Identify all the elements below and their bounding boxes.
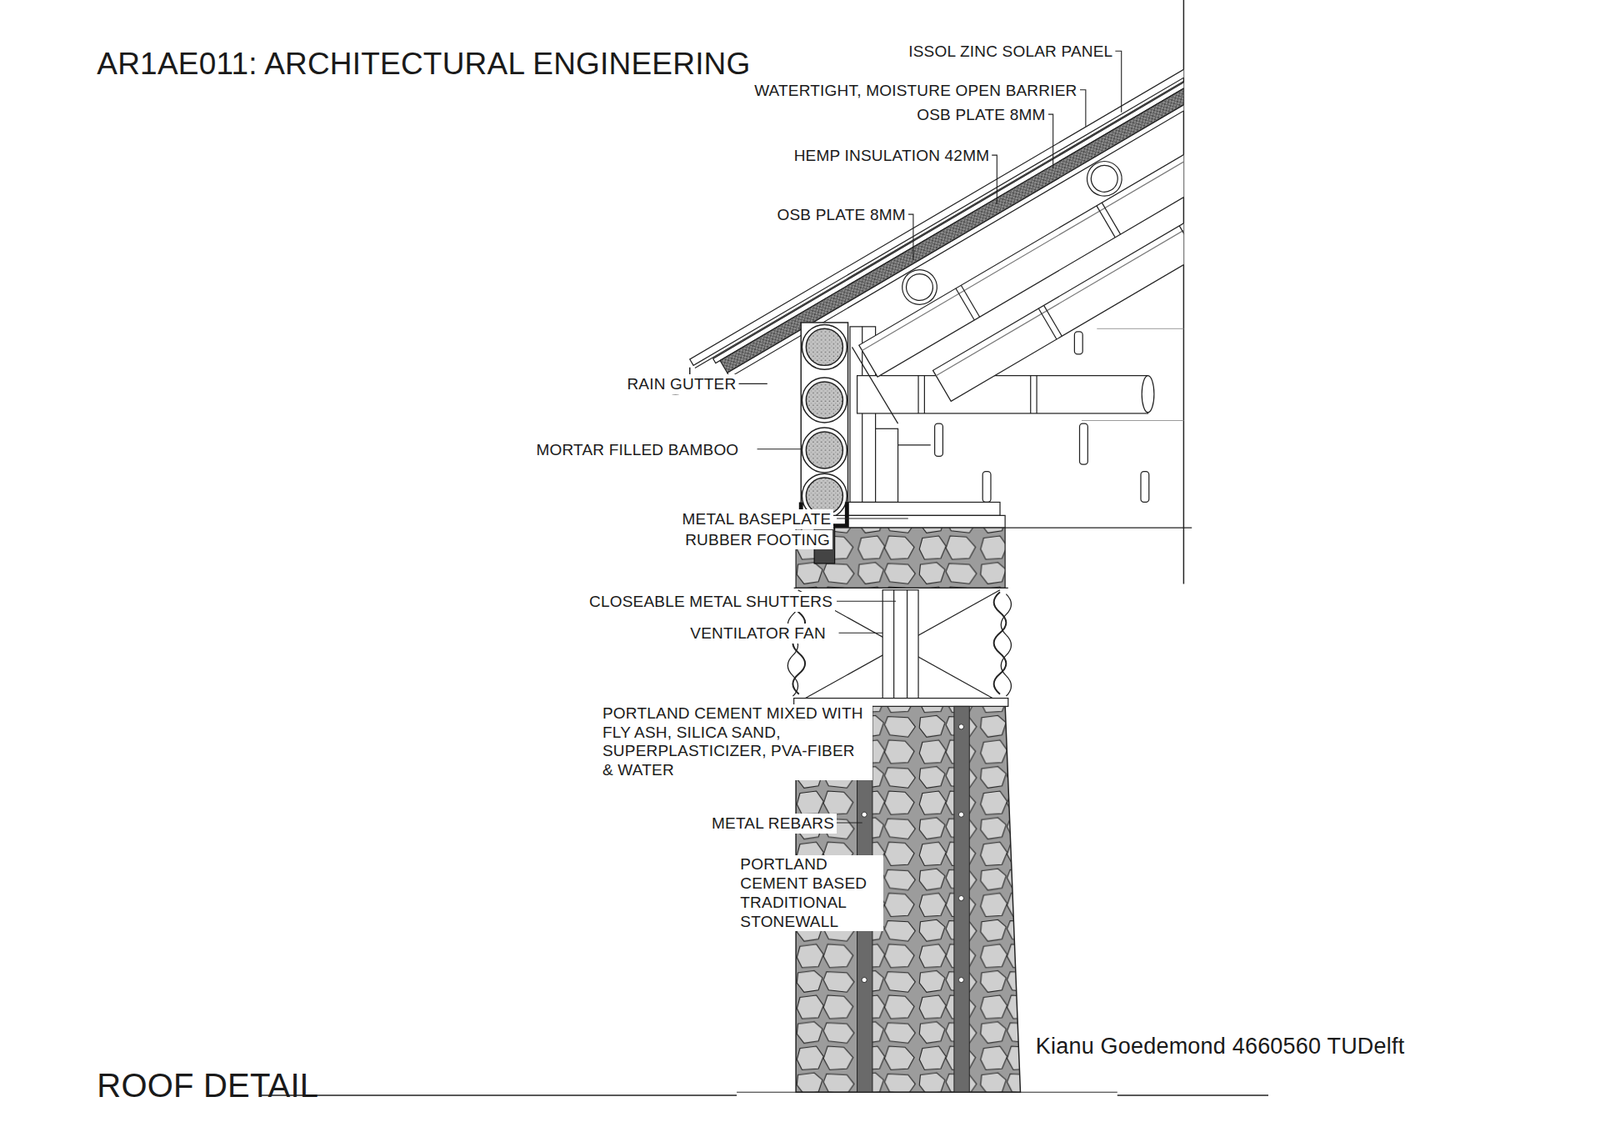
callout-label: RAIN GUTTER: [624, 374, 739, 395]
drawing-caption: ROOF DETAIL: [96, 1064, 319, 1106]
drawing-title: AR1AE011: ARCHITECTURAL ENGINEERING: [96, 45, 750, 84]
callout-label: RUBBER FOOTING: [682, 530, 833, 550]
callout-label: PORTLAND CEMENT BASED TRADITIONAL STONEW…: [737, 855, 884, 931]
callout-label: HEMP INSULATION 42MM: [791, 145, 993, 166]
callout-label: CLOSEABLE METAL SHUTTERS: [586, 591, 835, 612]
callout-label: METAL BASEPLATE: [680, 509, 835, 530]
callout-label: VENTILATOR FAN: [687, 623, 829, 644]
callout-label: WATERTIGHT, MOISTURE OPEN BARRIER: [751, 80, 1080, 101]
callout-label: METAL REBARS: [709, 813, 837, 834]
callout-label: OSB PLATE 8MM: [914, 105, 1048, 125]
callout-label: PORTLAND CEMENT MIXED WITH FLY ASH, SILI…: [600, 704, 873, 780]
author-credit: Kianu Goedemond 4660560 TUDelft: [1035, 1032, 1405, 1061]
callout-label: MORTAR FILLED BAMBOO: [533, 440, 741, 460]
callout-label: OSB PLATE 8MM: [774, 205, 908, 225]
callout-label: ISSOL ZINC SOLAR PANEL: [905, 41, 1115, 62]
